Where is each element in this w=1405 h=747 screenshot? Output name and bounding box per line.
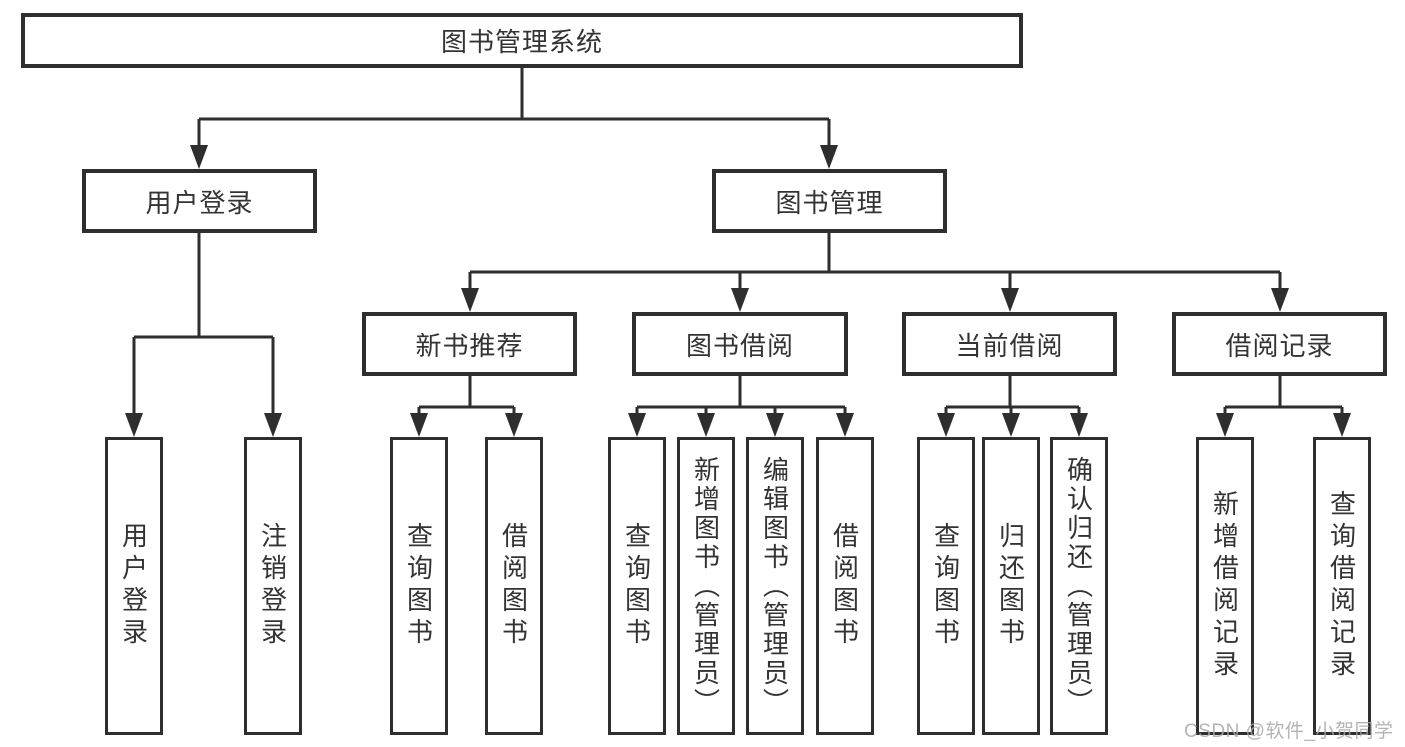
arrowheads [125, 145, 1351, 437]
node-book-borrow: 图书借阅 [632, 312, 848, 376]
leaf-user-login: 用户登录 [105, 437, 163, 735]
node-borrow-records: 借阅记录 [1172, 312, 1387, 376]
leaf-logout: 注销登录 [244, 437, 302, 735]
node-root-system: 图书管理系统 [21, 13, 1023, 68]
node-current-borrow: 当前借阅 [902, 312, 1117, 376]
leaf-add-borrow-record: 新增借阅记录 [1196, 437, 1254, 735]
leaf-confirm-return-admin: 确认归还（管理员） [1050, 437, 1108, 735]
leaf-return-books: 归还图书 [982, 437, 1040, 735]
csdn-watermark: CSDN @软件_小贺同学 [1184, 721, 1394, 742]
node-new-book-recommend: 新书推荐 [362, 312, 577, 376]
leaf-edit-books-admin: 编辑图书（管理员） [746, 437, 804, 735]
node-user-login: 用户登录 [82, 169, 317, 233]
node-book-management: 图书管理 [712, 169, 947, 233]
leaf-query-books-current: 查询图书 [917, 437, 975, 735]
leaf-borrow-books: 借阅图书 [816, 437, 874, 735]
leaf-query-books-recommend: 查询图书 [390, 437, 448, 735]
leaf-query-borrow-record: 查询借阅记录 [1313, 437, 1371, 735]
leaf-query-books-borrow: 查询图书 [608, 437, 666, 735]
leaf-add-books-admin: 新增图书（管理员） [677, 437, 735, 735]
leaf-borrow-books-recommend: 借阅图书 [485, 437, 543, 735]
